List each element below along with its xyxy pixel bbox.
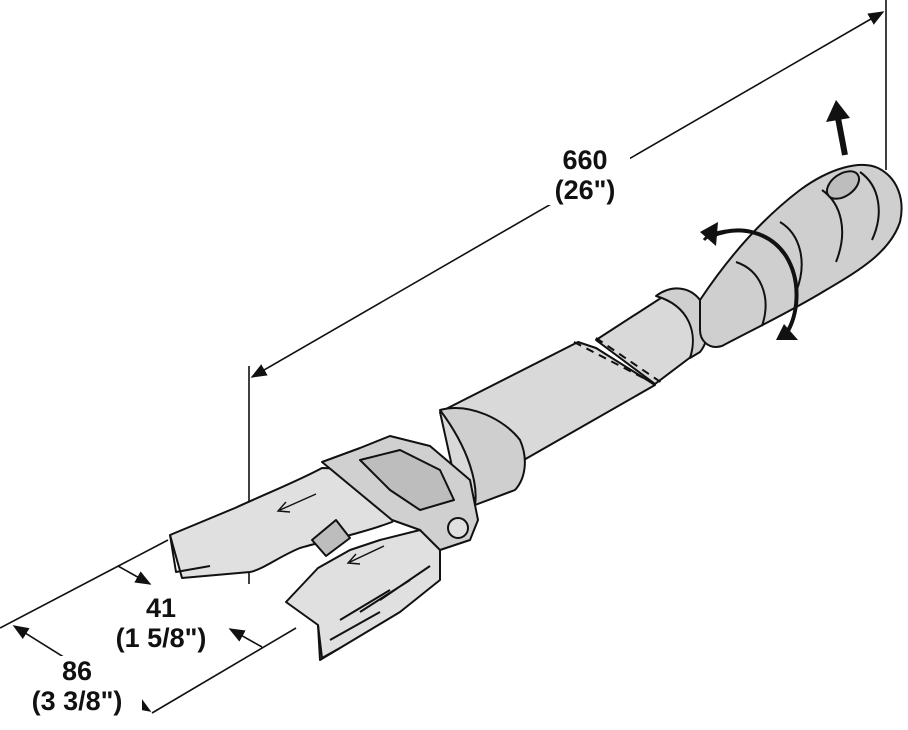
jaw-extension-1 [0, 539, 169, 629]
fork-upper-jaw [169, 467, 421, 579]
jaw-inner-dimension-line [117, 565, 152, 585]
rotation-arrowhead-top [700, 222, 718, 246]
length-dimension-label: 660 (26") [540, 145, 630, 205]
rotation-arrowhead-bottom [776, 324, 798, 340]
fork-lower-jaw [285, 529, 441, 661]
fork-ribs [329, 565, 431, 641]
handle-end-cap [825, 170, 861, 200]
jaw-inner-imperial: (1 5/8") [115, 623, 207, 653]
handle-grip-line-2 [779, 221, 803, 293]
fork-arrow-upper-icon [276, 493, 317, 513]
length-value: 660 [562, 145, 608, 175]
handle-grip-line-4 [859, 171, 880, 241]
fork-pivot [447, 517, 469, 539]
jaw-inner-dimension-label: 41 (1 5/8") [96, 593, 226, 653]
fork-direction-arrows [276, 493, 385, 565]
handle-grip-line-1 [735, 261, 767, 327]
jaw-inner-value: 41 [145, 593, 177, 623]
fork-slot [359, 449, 455, 511]
tool-handle [699, 164, 903, 348]
fork-jaw-tip-lower [317, 624, 341, 659]
fork-arrow-lower-icon [346, 545, 385, 565]
jaw-outer-imperial: (3 3/8") [31, 686, 123, 716]
jaw-inner-dimension-line-2 [228, 628, 263, 648]
fork-jaw-tip-upper [169, 534, 211, 573]
fork-brush [311, 519, 351, 557]
pull-arrow-icon [826, 100, 850, 156]
jaw-extension-2 [151, 627, 297, 714]
length-imperial: (26") [554, 175, 616, 205]
jaw-outer-value: 86 [61, 656, 93, 686]
tool-shaft [439, 287, 709, 506]
jaw-outer-dimension-label: 86 (3 3/8") [12, 656, 142, 716]
tool-fork-head [169, 435, 479, 661]
shaft-collar [439, 407, 526, 506]
shaft-break-mark [573, 341, 656, 385]
